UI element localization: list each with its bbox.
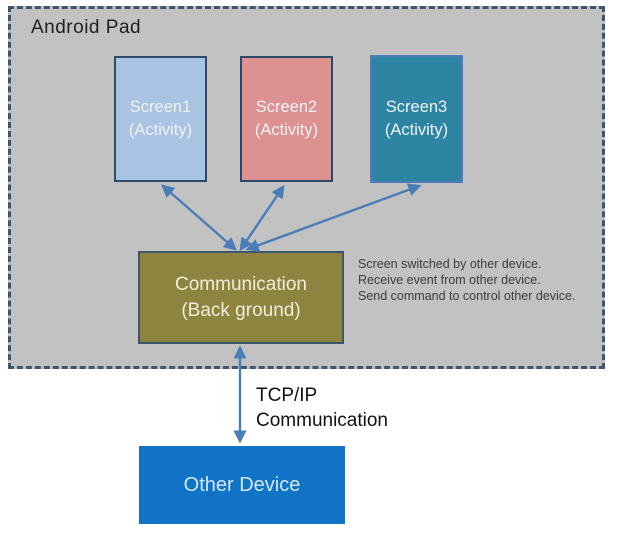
screen3-label-line2: (Activity) [384, 121, 449, 139]
tcpip-label-line1: TCP/IP [256, 385, 318, 406]
tcpip-communication-label: TCP/IP Communication [256, 383, 388, 433]
screen1-label-line2: (Activity) [128, 121, 193, 139]
screen2-label-line2: (Activity) [254, 121, 319, 139]
screen2-label-line1: Screen2 [255, 98, 318, 116]
screen1-activity-box: Screen1 (Activity) [114, 56, 207, 182]
other-device-label: Other Device [183, 473, 301, 496]
android-pad-label: Android Pad [31, 17, 142, 38]
communication-label-line2: (Back ground) [181, 299, 301, 321]
communication-label-line1: Communication [175, 273, 307, 295]
tcpip-label-line2: Communication [256, 410, 388, 431]
screen1-label-line1: Screen1 [129, 98, 192, 116]
screen3-activity-box: Screen3 (Activity) [370, 55, 463, 183]
annotation-text: Screen switched by other device. Receive… [358, 256, 578, 304]
screen3-label-line1: Screen3 [385, 98, 448, 116]
other-device-box: Other Device [139, 446, 345, 524]
screen2-activity-box: Screen2 (Activity) [240, 56, 333, 182]
annotation-line1: Screen switched by other device. [358, 257, 542, 271]
annotation-line2: Receive event from other device. [358, 273, 541, 287]
communication-background-box: Communication (Back ground) [138, 251, 344, 344]
annotation-line3: Send command to control other device. [358, 289, 576, 303]
